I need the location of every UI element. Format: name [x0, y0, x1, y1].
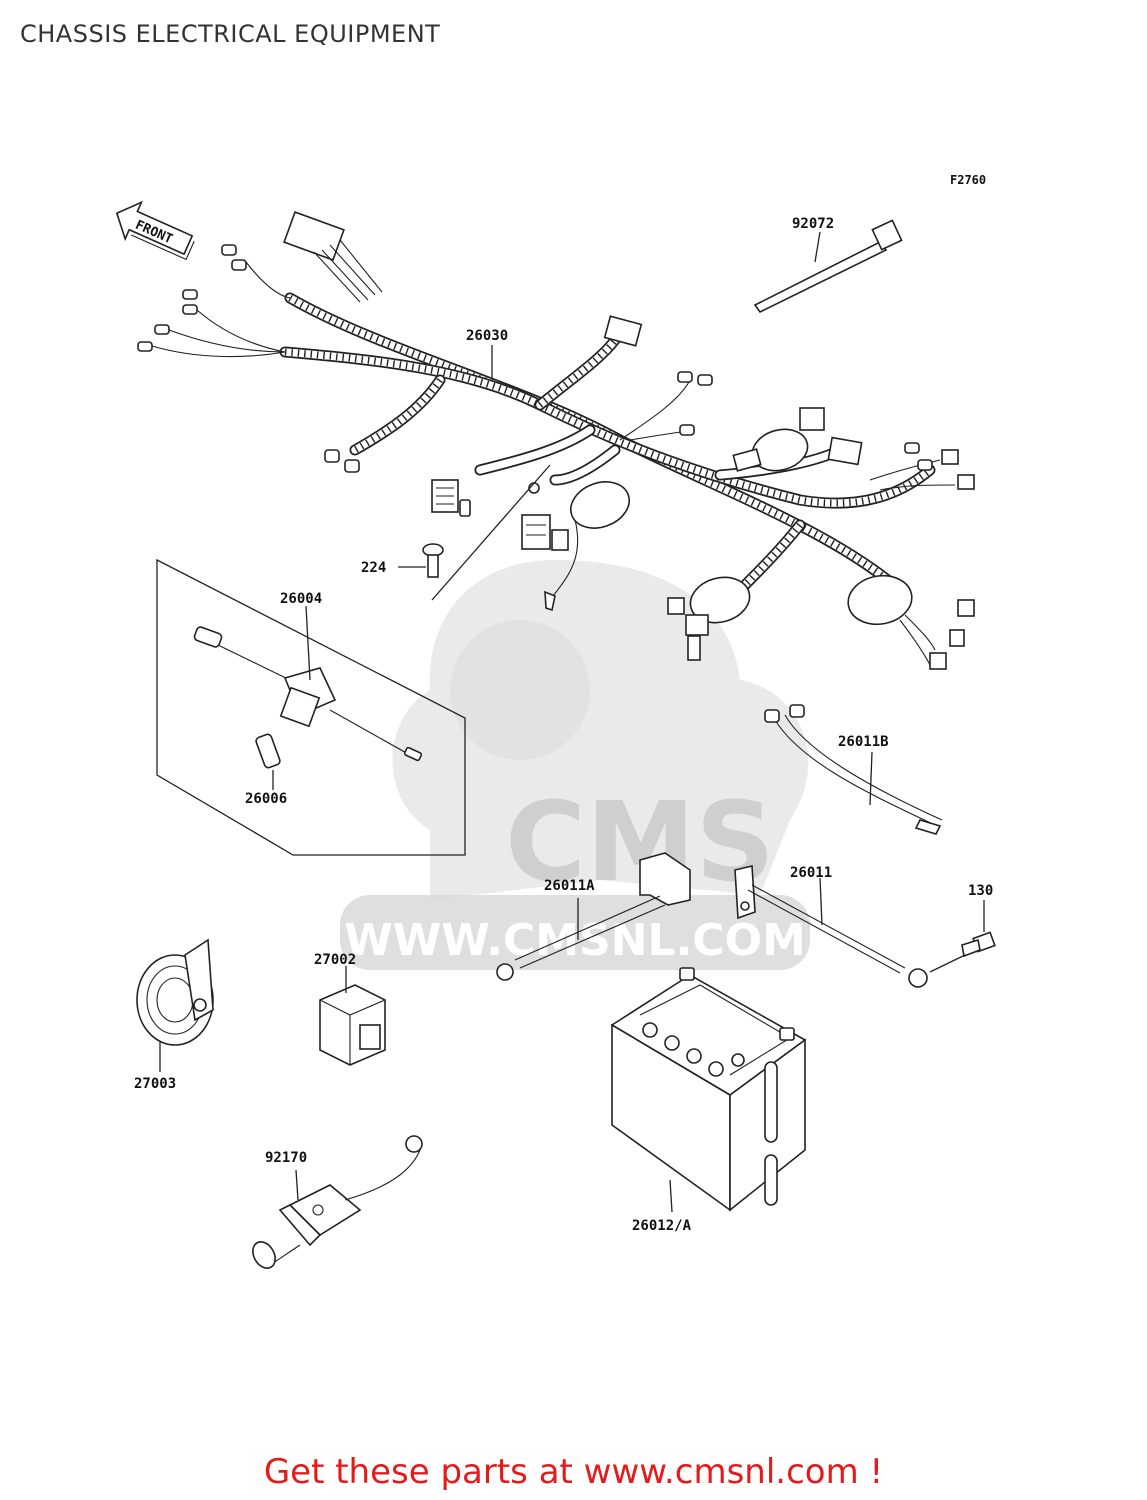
battery-cable-a-part [496, 852, 691, 981]
bolt-part [929, 900, 996, 973]
cable-tie-part [753, 219, 903, 314]
lead-wire-b-part [764, 704, 943, 835]
horn-part [136, 938, 214, 1072]
part-label-26011: 26011 [790, 865, 832, 881]
part-label-26004: 26004 [280, 591, 322, 607]
part-label-26006: 26006 [245, 791, 287, 807]
part-label-26011B: 26011B [838, 734, 889, 750]
part-label-26011A: 26011A [544, 878, 595, 894]
part-label-27002: 27002 [314, 952, 356, 968]
battery-bracket-part [252, 1135, 423, 1269]
watermark-url: WWW.CMSNL.COM [344, 915, 806, 966]
front-arrow-icon: FRONT [115, 200, 195, 261]
part-label-130: 130 [968, 883, 993, 899]
fuse-holder-part [156, 558, 466, 856]
footer-link[interactable]: Get these parts at www.cmsnl.com ! [263, 1452, 884, 1492]
watermark-logo: CMS WWW.CMSNL.COM [340, 560, 810, 970]
wiring-harness-part [137, 211, 975, 670]
diagram-code: F2760 [950, 173, 986, 187]
page-title: CHASSIS ELECTRICAL EQUIPMENT [20, 20, 441, 48]
part-label-26030: 26030 [466, 328, 508, 344]
part-label-92170: 92170 [265, 1150, 307, 1166]
battery-cable-part [734, 865, 928, 988]
battery-part [610, 967, 807, 1213]
relay-part [319, 966, 386, 1066]
parts-diagram: CMS WWW.CMSNL.COM F2760 FRONT 92072 [115, 173, 996, 1269]
part-label-92072: 92072 [792, 216, 834, 232]
part-label-27003: 27003 [134, 1076, 176, 1092]
part-label-224: 224 [361, 560, 386, 576]
screw-part [398, 464, 551, 601]
part-label-26012-a: 26012/A [632, 1218, 692, 1234]
